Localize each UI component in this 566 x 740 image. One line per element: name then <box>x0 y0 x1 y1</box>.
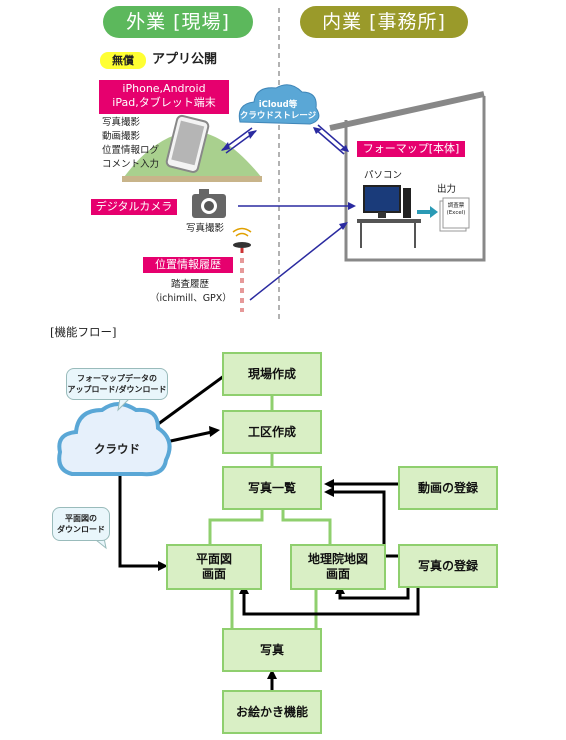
output-document: 調査票 (Excel) <box>444 203 468 217</box>
cloud-node-label: クラウド <box>94 442 140 456</box>
register-video-box: 動画の登録 <box>398 466 498 510</box>
document-line1: 調査票 <box>447 203 465 209</box>
formap-software-label: フォーマップ[本体] <box>357 141 465 157</box>
output-label: 出力 <box>437 184 457 195</box>
smartphone-label-line2: iPad,タブレット端末 <box>112 96 216 109</box>
smartphone-features: 写真撮影 動画撮影 位置情報ログ コメント入力 <box>102 116 159 172</box>
digital-camera-label: デジタルカメラ <box>91 199 177 215</box>
free-app-text: アプリ公開 <box>152 52 218 67</box>
photo-box: 写真 <box>222 628 322 672</box>
callout-plan-line1: 平面図の <box>65 514 97 523</box>
callout-upload-line1: フォーマップデータの <box>76 374 157 383</box>
gsi-map-box: 地理院地図画面 <box>290 544 386 590</box>
callout-plan-line2: ダウンロード <box>57 525 105 534</box>
free-badge: 無償 <box>100 52 146 69</box>
photo-list-box: 写真一覧 <box>222 466 322 510</box>
field-work-pill: 外業 [現場] <box>103 6 253 38</box>
smartphone-label-line1: iPhone,Android <box>122 82 206 95</box>
cloud-storage-label: iCloud等 クラウドストレージ <box>236 100 320 122</box>
gsi-map-line1: 地理院地図 <box>307 552 368 566</box>
camera-feature: 写真撮影 <box>186 223 225 234</box>
create-section-box: 工区作成 <box>222 410 322 454</box>
location-history-label: 位置情報履歴 <box>143 257 233 273</box>
smartphone-label: iPhone,Android iPad,タブレット端末 <box>99 80 229 114</box>
callout-upload-line2: アップロード/ダウンロード <box>67 385 167 394</box>
feature-photo: 写真撮影 <box>102 117 141 128</box>
plan-view-line1: 平面図 <box>195 552 232 566</box>
plan-download-callout: 平面図のダウンロード <box>52 507 110 541</box>
create-site-box: 現場作成 <box>222 352 322 396</box>
feature-video: 動画撮影 <box>102 131 141 142</box>
pc-label: パソコン <box>364 170 403 181</box>
gps-features: 踏査履歴 （ichimill、GPX） <box>150 278 232 306</box>
plan-view-line2: 画面 <box>201 567 226 581</box>
register-photo-box: 写真の登録 <box>398 544 498 588</box>
upload-download-callout: フォーマップデータのアップロード/ダウンロード <box>66 368 168 400</box>
cloud-storage-line2: クラウドストレージ <box>239 111 317 121</box>
office-work-pill: 内業 [事務所] <box>300 6 468 38</box>
document-line2: (Excel) <box>446 210 466 216</box>
cloud-storage-line1: iCloud等 <box>258 100 298 110</box>
gsi-map-line2: 画面 <box>325 567 350 581</box>
gps-feature-track: 踏査履歴 <box>170 279 209 290</box>
gps-feature-format: （ichimill、GPX） <box>150 293 232 304</box>
feature-comment: コメント入力 <box>102 159 160 170</box>
feature-location-log: 位置情報ログ <box>102 145 160 156</box>
function-flow-title: [機能フロー] <box>50 325 117 339</box>
plan-view-box: 平面図画面 <box>166 544 262 590</box>
drawing-function-box: お絵かき機能 <box>222 690 322 734</box>
